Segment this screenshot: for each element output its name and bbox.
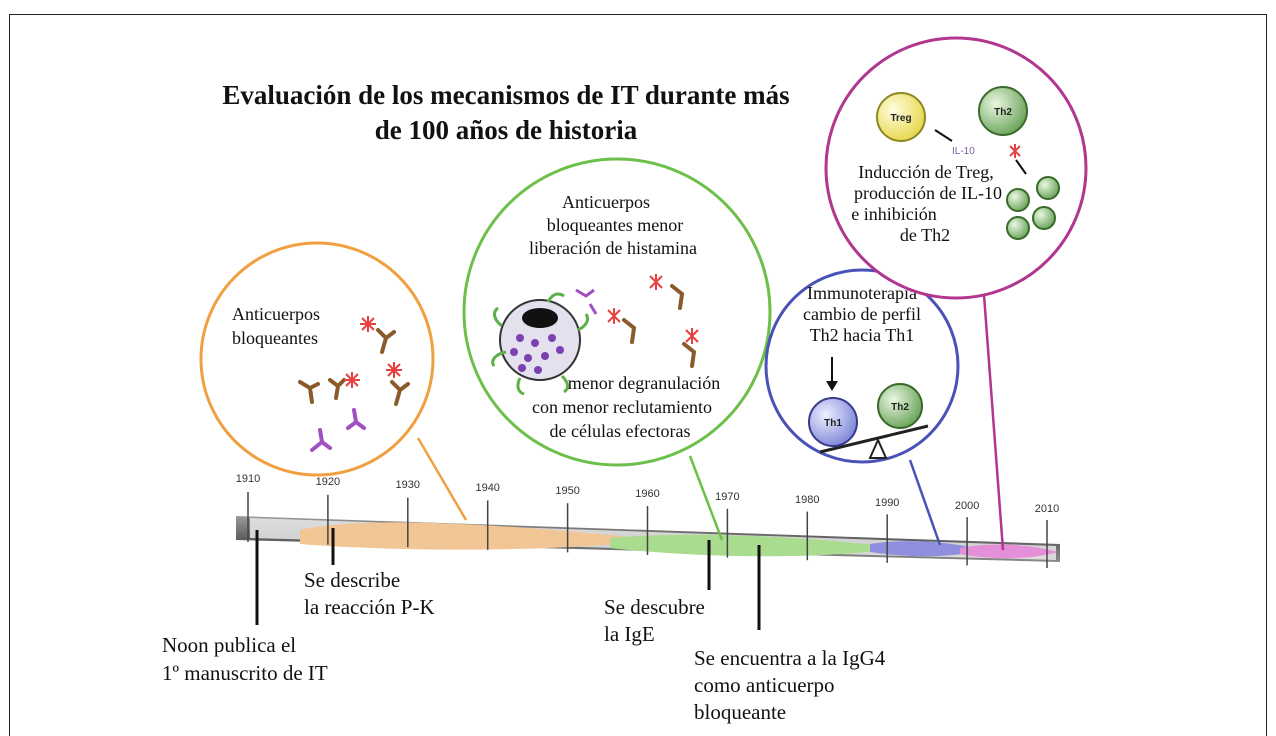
orange-circle-line-2: bloqueantes [232, 328, 318, 348]
era-orange [300, 522, 660, 550]
event-markers [255, 528, 761, 630]
year-ticks: 1910 1920 1930 1940 1950 1960 1970 1980 1990 2000… [236, 473, 1059, 568]
event-igg4-line-1: Se encuentra a la IgG4 [694, 646, 886, 670]
th1-cell-icon [808, 397, 858, 447]
magenta-circle-line-4: de Th2 [900, 225, 950, 245]
connector-green [688, 455, 724, 541]
year-label: 2000 [955, 500, 979, 512]
treg-label: Treg [890, 113, 911, 124]
year-label: 1980 [795, 494, 819, 506]
connector-orange [416, 437, 468, 521]
orange-circle-line-1: Anticuerpos [232, 304, 320, 324]
year-label: 2010 [1035, 503, 1059, 515]
fulcrum-icon [868, 437, 888, 459]
year-label: 1910 [236, 473, 260, 485]
event-pk-line-2: la reacción P-K [304, 595, 435, 619]
cell-cluster-icon [1006, 176, 1060, 240]
green-circle-top-1: Anticuerpos [562, 192, 650, 212]
th2-cell-icon [877, 383, 923, 429]
era-blue [870, 541, 985, 557]
magenta-circle-line-1: Inducción de Treg, [858, 162, 993, 182]
year-label: 1970 [715, 491, 739, 503]
connector-magenta [980, 267, 1005, 551]
th2-label-magenta: Th2 [994, 107, 1012, 118]
event-igg4-line-2: como anticuerpo [694, 673, 835, 697]
allergen-icon [344, 316, 402, 388]
balance-beam [819, 424, 929, 454]
arrow-icon [934, 129, 953, 142]
blue-circle-line-1: Immunoterapia [807, 283, 917, 303]
era-magenta [960, 544, 1058, 559]
event-noon-line-1: Noon publica el [162, 633, 296, 657]
event-ige-line-2: la IgE [604, 622, 655, 646]
green-circle-bot-1: menor degranulación [568, 373, 720, 393]
event-ige-line-1: Se descubre [604, 595, 705, 619]
event-igg4-line-3: bloqueante [694, 700, 786, 724]
figure-frame [9, 14, 1267, 736]
title-line-2: de 100 años de historia [375, 115, 638, 145]
th2-label: Th2 [891, 402, 909, 413]
year-label: 1920 [316, 476, 340, 488]
event-pk-line-1: Se describe [304, 568, 400, 592]
th1-label: Th1 [824, 418, 842, 429]
circle-histamine-release: Anticuerpos bloqueantes menor liberación… [462, 157, 772, 467]
event-noon-line-2: 1º manuscrito de IT [162, 661, 328, 685]
year-label: 1930 [396, 479, 420, 491]
magenta-circle-line-2: producción de IL-10 [854, 183, 1002, 203]
circle-th2-to-th1: Immunoterapia cambio de perfil Th2 hacia… [764, 268, 960, 464]
circle-treg-induction: Treg Th2 IL-10 Inducción de Treg, produc… [824, 36, 1088, 300]
mast-cell-icon [491, 292, 590, 396]
treg-cell-icon [876, 92, 926, 142]
green-circle-top-3: liberación de histamina [529, 238, 697, 258]
blue-circle-line-2: cambio de perfil [803, 304, 921, 324]
year-label: 1940 [475, 482, 499, 494]
year-label: 1990 [875, 497, 899, 509]
th2-cell-icon-magenta [978, 86, 1028, 136]
year-label: 1960 [635, 488, 659, 500]
blue-circle-line-3: Th2 hacia Th1 [810, 325, 915, 345]
green-circle-bot-2: con menor reclutamiento [532, 397, 712, 417]
green-circle-bot-3: de células efectoras [550, 421, 691, 441]
connector-blue [908, 459, 942, 546]
inhibit-icon [1009, 144, 1021, 158]
il10-label: IL-10 [952, 146, 975, 157]
year-label: 1950 [555, 485, 579, 497]
era-green [610, 534, 900, 557]
green-circle-top-2: bloqueantes menor [547, 215, 683, 235]
circle-blocking-antibodies: Anticuerpos bloqueantes [199, 241, 435, 477]
title-line-1: Evaluación de los mecanismos de IT duran… [222, 80, 789, 110]
magenta-circle-line-3: e inhibición [851, 204, 936, 224]
